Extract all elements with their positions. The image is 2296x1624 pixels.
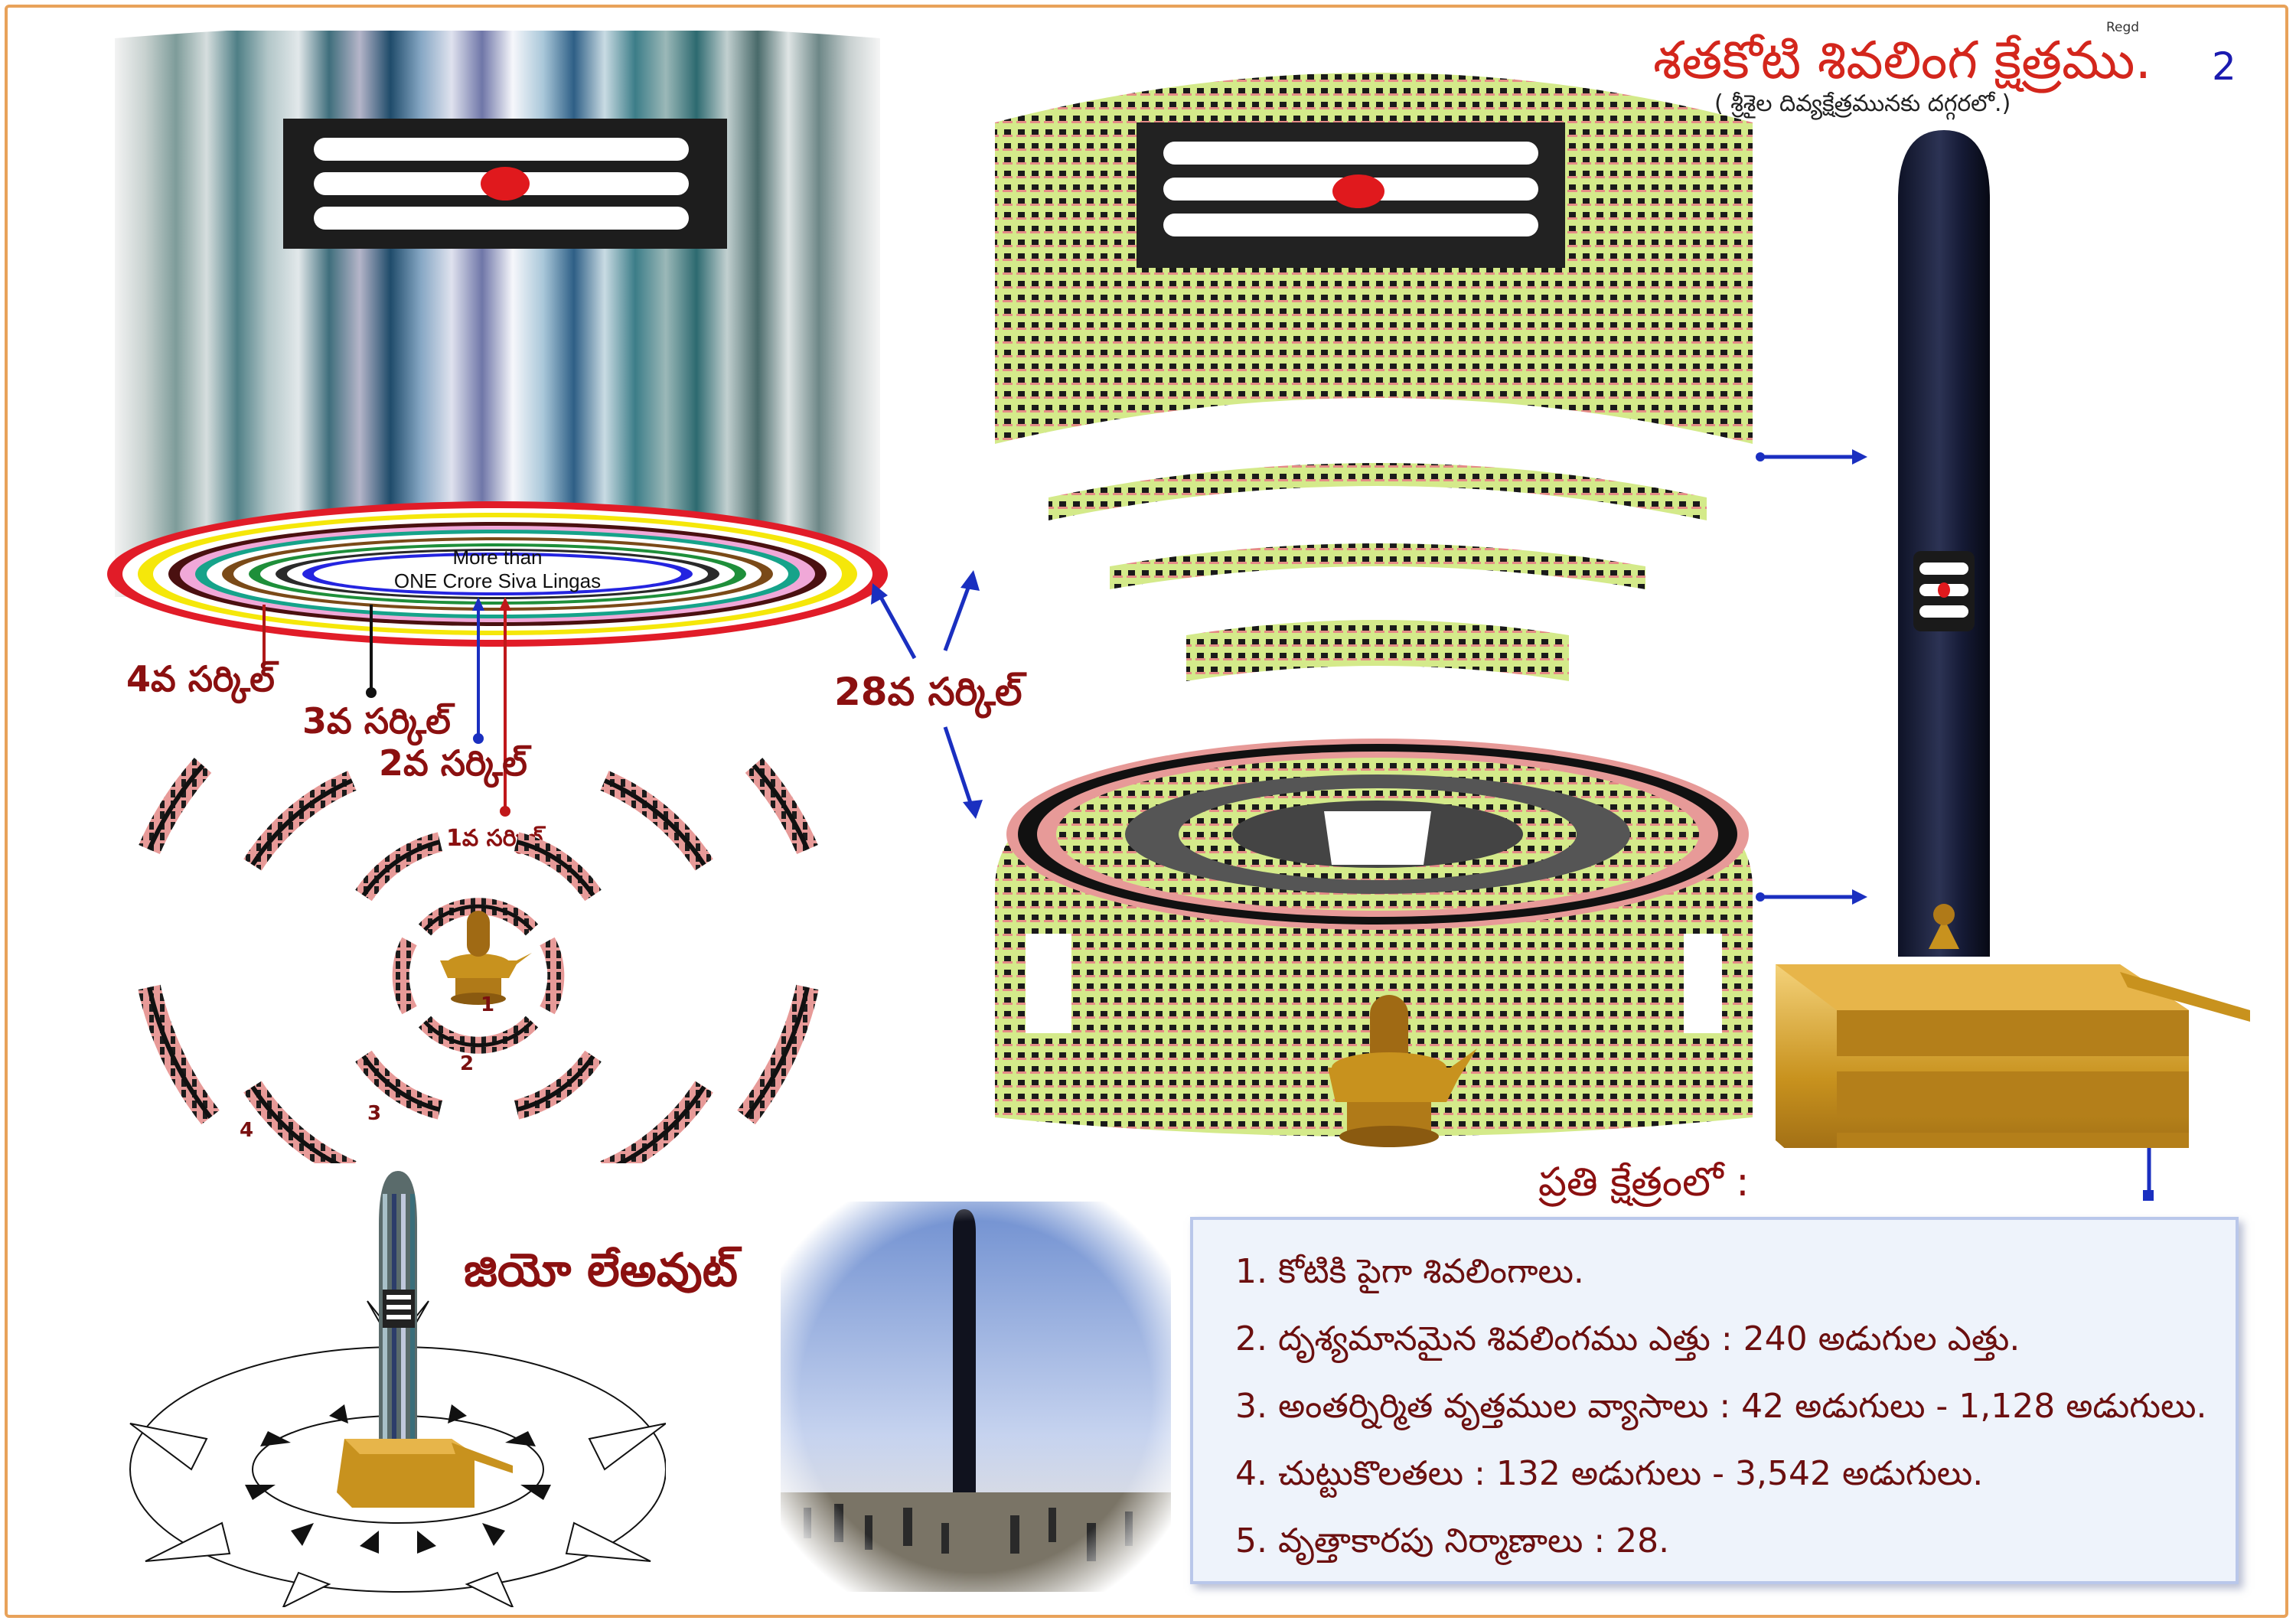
page-number: 2 (2212, 44, 2236, 89)
page-title: శతకోటి శివలింగ క్షేత్రము. (1653, 31, 2152, 91)
exploded-cylinder-illustration (995, 73, 1753, 1147)
label-circle-2: 2వ సర్కిల్ (379, 742, 527, 784)
info-item-1: 1. కోటికి పైగా శివలింగాలు. (1235, 1252, 1584, 1291)
info-box: 1. కోటికి పైగా శివలింగాలు. 2. దృశ్యమానమై… (1190, 1217, 2239, 1584)
tripundra-mark-pillar (1913, 551, 1975, 631)
front-shivalinga-icon (1328, 995, 1477, 1147)
ring-number-2: 2 (460, 1052, 475, 1075)
arc-rings-topview (138, 758, 819, 1163)
info-item-3: 3. అంతర్నిర్మిత వృత్తముల వ్యాసాలు : 42 అ… (1235, 1387, 2207, 1426)
info-item-2: 2. దృశ్యమానమైన శివలింగము ఎత్తు : 240 అడు… (1235, 1319, 2020, 1358)
ring-number-3: 3 (367, 1102, 382, 1125)
tripundra-mark-left (283, 119, 727, 249)
label-circle-4: 4వ సర్కిల్ (126, 658, 275, 699)
geo-pillar (379, 1171, 417, 1469)
geo-layout-illustration (129, 1171, 666, 1607)
tripundra-mark-center (1137, 122, 1565, 268)
regd-mark: Regd (2106, 20, 2140, 35)
label-circle-28: 28వ సర్కిల్ (834, 670, 1022, 714)
page-frame (5, 5, 2288, 1618)
concentric-circles-ellipse (107, 501, 888, 647)
ring-2 (355, 832, 602, 1120)
label-circle-3: 3వ సర్కిల్ (302, 700, 451, 742)
geo-pedestal (337, 1439, 513, 1508)
ellipse-caption-line1: More than (452, 546, 543, 569)
prati-kshetram-label: ప్రతి క్షేత్రంలో : (1538, 1159, 1750, 1205)
cylinder-illustration (107, 31, 888, 647)
ring-4 (138, 758, 819, 1125)
ellipse-caption: More than ONE Crore Siva Lingas (360, 546, 635, 593)
ring-3 (243, 771, 713, 1163)
ellipse-caption-line2: ONE Crore Siva Lingas (393, 569, 602, 592)
crowd-photo-composite (781, 1202, 1171, 1592)
page-subtitle: ( శ్రీశైల దివ్యక్షేత్రమునకు దగ్గరలో.) (1714, 90, 2011, 117)
ring-number-1: 1 (481, 993, 495, 1016)
geo-layout-label: జియో లేఅవుట్ (464, 1244, 738, 1297)
info-item-5: 5. వృత్తాకారపు నిర్మాణాలు : 28. (1235, 1521, 1670, 1560)
golden-pedestal (1776, 904, 2250, 1148)
tall-shivalinga-illustration (1776, 130, 2250, 1148)
ring-1 (392, 898, 565, 1054)
info-item-4: 4. చుట్టుకొలతలు : 132 అడుగులు - 3,542 అడ… (1235, 1454, 1984, 1493)
center-shivalinga-icon (440, 911, 532, 1005)
ring-assembly-3d (995, 739, 1753, 1136)
ring-number-4: 4 (240, 1119, 254, 1142)
